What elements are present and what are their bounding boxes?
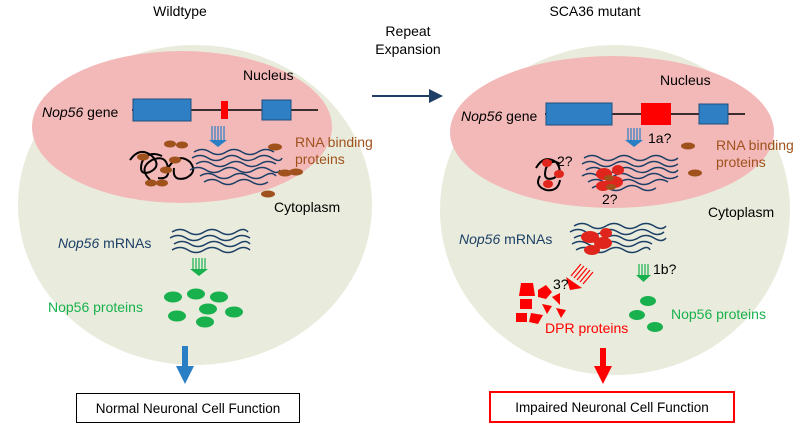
mutant-nop56-proteins-label: Nop56 proteins	[671, 306, 766, 322]
mutant-nop56-proteins	[629, 296, 663, 332]
wildtype-nop56-gene	[132, 98, 318, 122]
wildtype-repeat-region	[221, 101, 228, 119]
mutant-translation-arrows	[636, 264, 651, 282]
impaired-function-label: Impaired Neuronal Cell Function	[515, 399, 709, 415]
wildtype-rbp-bound	[137, 140, 188, 187]
mutant-gene-label: Nop56 gene	[461, 108, 538, 124]
mutant-rbp-label-2: proteins	[716, 154, 766, 170]
wildtype-result-arrow	[176, 346, 194, 384]
mutant-dpr-proteins-label: DPR proteins	[545, 320, 628, 336]
mutant-step-2-top-label: 2?	[557, 153, 573, 169]
mutant-nop56-gene	[545, 102, 745, 126]
wildtype-translation-arrows	[190, 258, 208, 276]
mutant-sequestered-rbps	[542, 159, 564, 188]
normal-function-label: Normal Neuronal Cell Function	[95, 400, 281, 416]
wildtype-nop56-proteins-label: Nop56 proteins	[48, 299, 143, 315]
wildtype-rbp-label-1: RNA binding	[295, 134, 373, 150]
mutant-step-2-bottom-label: 2?	[602, 191, 618, 207]
wildtype-free-rbps	[261, 143, 303, 198]
wildtype-nuclear-mrnas	[189, 148, 283, 186]
mutant-free-rbps	[681, 142, 702, 177]
mutant-step-3-label: 3?	[553, 276, 569, 292]
mutant-step-1b-label: 1b?	[653, 261, 677, 277]
repeat-expansion-line1: Repeat	[385, 23, 430, 39]
mutant-cytoplasm-label: Cytoplasm	[708, 204, 774, 220]
mutant-cytoplasmic-repeat-foci	[581, 228, 612, 255]
wildtype-cytoplasm-label: Cytoplasm	[274, 199, 340, 215]
mutant-bound-rbps	[604, 175, 616, 190]
wildtype-transcription-arrows	[209, 126, 227, 147]
mutant-expanded-repeat	[641, 103, 671, 125]
repeat-expansion-line2: Expansion	[375, 41, 440, 57]
wildtype-cytoplasmic-mrnas	[169, 228, 251, 254]
wildtype-mrna-label: Nop56 mRNAs	[58, 235, 151, 251]
wildtype-title: Wildtype	[153, 3, 207, 19]
wildtype-gene-label: Nop56 gene	[42, 104, 119, 120]
mutant-title: SCA36 mutant	[549, 3, 640, 19]
mutant-result-arrow	[594, 348, 612, 384]
wildtype-nucleus-label: Nucleus	[243, 67, 294, 83]
mutant-ran-translation-arrows	[566, 263, 594, 290]
wildtype-nop56-proteins	[164, 288, 243, 328]
mutant-nucleus-label: Nucleus	[660, 72, 711, 88]
impaired-function-box: Impaired Neuronal Cell Function	[489, 391, 735, 423]
normal-function-box: Normal Neuronal Cell Function	[76, 393, 300, 423]
wildtype-rbp-label-2: proteins	[295, 151, 345, 167]
mutant-step-1a-label: 1a?	[648, 130, 672, 146]
mutant-mrna-label: Nop56 mRNAs	[459, 231, 552, 247]
mutant-dpr-proteins	[516, 283, 566, 324]
mutant-transcription-arrows	[625, 128, 643, 147]
mutant-rbp-label-1: RNA binding	[716, 137, 794, 153]
